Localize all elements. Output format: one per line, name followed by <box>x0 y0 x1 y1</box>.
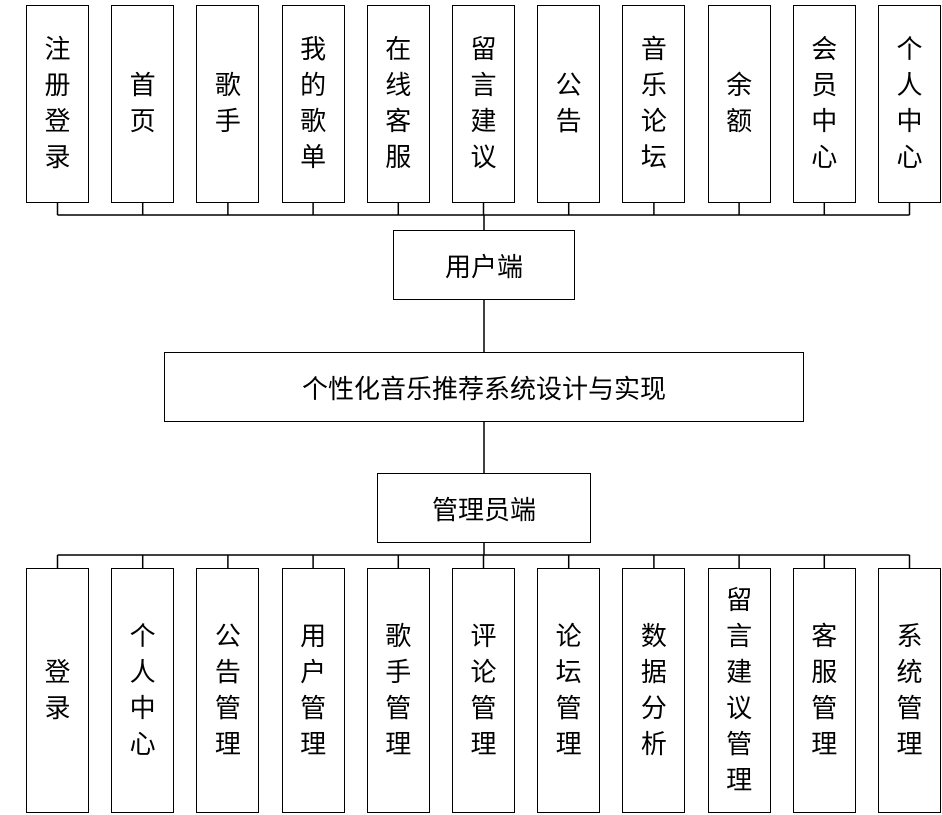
user-side-node: 用户端 <box>393 230 575 300</box>
user-module-0: 注册登录 <box>26 5 89 203</box>
user-module-label: 留言建议 <box>470 35 497 173</box>
admin-module-label: 登录 <box>44 657 71 724</box>
admin-module-label: 系统管理 <box>896 621 923 760</box>
user-module-2: 歌手 <box>196 5 260 203</box>
admin-side-label: 管理员端 <box>431 495 536 526</box>
user-module-label: 公告 <box>555 71 582 137</box>
user-module-1: 首页 <box>111 5 175 203</box>
user-module-8: 余额 <box>707 5 771 203</box>
admin-module-label: 数据分析 <box>640 621 667 760</box>
admin-module-9: 客服管理 <box>792 568 856 813</box>
user-module-6: 公告 <box>537 5 601 203</box>
user-module-label: 注册登录 <box>44 35 71 173</box>
admin-module-label: 论坛管理 <box>555 621 582 760</box>
admin-module-3: 用户管理 <box>281 568 345 813</box>
user-module-4: 在线客服 <box>366 5 430 203</box>
admin-module-1: 个人中心 <box>111 568 175 813</box>
user-module-label: 我的歌单 <box>300 35 327 173</box>
admin-module-label: 留言建议管理 <box>726 585 753 796</box>
admin-module-label: 用户管理 <box>300 621 327 760</box>
user-module-10: 个人中心 <box>878 5 941 203</box>
user-module-9: 会员中心 <box>792 5 856 203</box>
admin-module-label: 客服管理 <box>811 621 838 760</box>
admin-module-label: 歌手管理 <box>385 621 412 760</box>
system-root-node: 个性化音乐推荐系统设计与实现 <box>164 352 804 422</box>
admin-module-10: 系统管理 <box>878 568 941 813</box>
admin-module-label: 评论管理 <box>470 621 497 760</box>
user-module-7: 音乐论坛 <box>622 5 686 203</box>
admin-module-label: 公告管理 <box>214 621 241 760</box>
admin-module-label: 个人中心 <box>129 621 156 760</box>
user-module-label: 余额 <box>726 71 753 137</box>
user-module-label: 首页 <box>129 71 156 137</box>
admin-module-6: 论坛管理 <box>537 568 601 813</box>
user-module-label: 音乐论坛 <box>640 35 667 173</box>
admin-module-2: 公告管理 <box>196 568 260 813</box>
system-title: 个性化音乐推荐系统设计与实现 <box>301 374 666 405</box>
user-module-label: 个人中心 <box>896 35 923 173</box>
admin-module-8: 留言建议管理 <box>707 568 771 813</box>
user-module-3: 我的歌单 <box>281 5 345 203</box>
admin-module-5: 评论管理 <box>452 568 515 813</box>
user-module-5: 留言建议 <box>452 5 515 203</box>
user-module-label: 会员中心 <box>811 35 838 173</box>
admin-module-4: 歌手管理 <box>366 568 430 813</box>
user-module-label: 在线客服 <box>385 35 412 173</box>
user-side-label: 用户端 <box>444 252 523 283</box>
admin-side-node: 管理员端 <box>377 473 591 543</box>
user-module-label: 歌手 <box>214 71 241 137</box>
admin-module-0: 登录 <box>26 568 89 813</box>
admin-module-7: 数据分析 <box>622 568 686 813</box>
